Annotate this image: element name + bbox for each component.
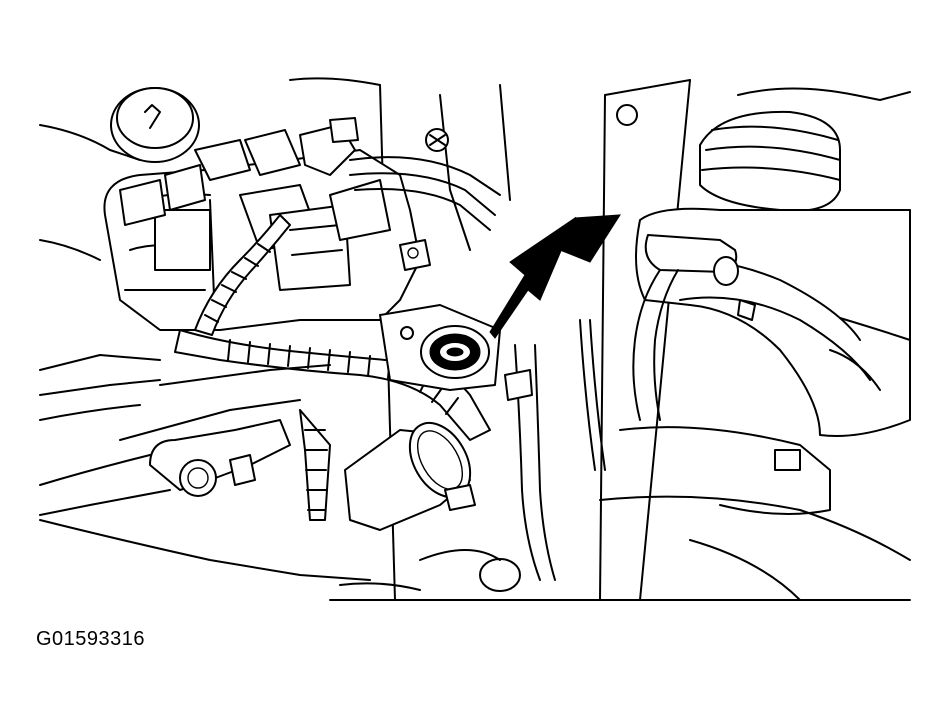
- frame-lines: [39, 77, 911, 601]
- sensor-mount: [379, 304, 501, 391]
- lower-bracket: [39, 354, 331, 497]
- engine-component-illustration: [39, 77, 911, 601]
- coolant-hose: [632, 234, 756, 421]
- lower-pipes: [339, 319, 606, 592]
- arrow-icon: [489, 214, 621, 339]
- hose-clamp: [344, 422, 476, 531]
- wiring-harness: [174, 214, 491, 521]
- figure-id-label: G01593316: [36, 628, 146, 650]
- filler-cap: [110, 87, 200, 163]
